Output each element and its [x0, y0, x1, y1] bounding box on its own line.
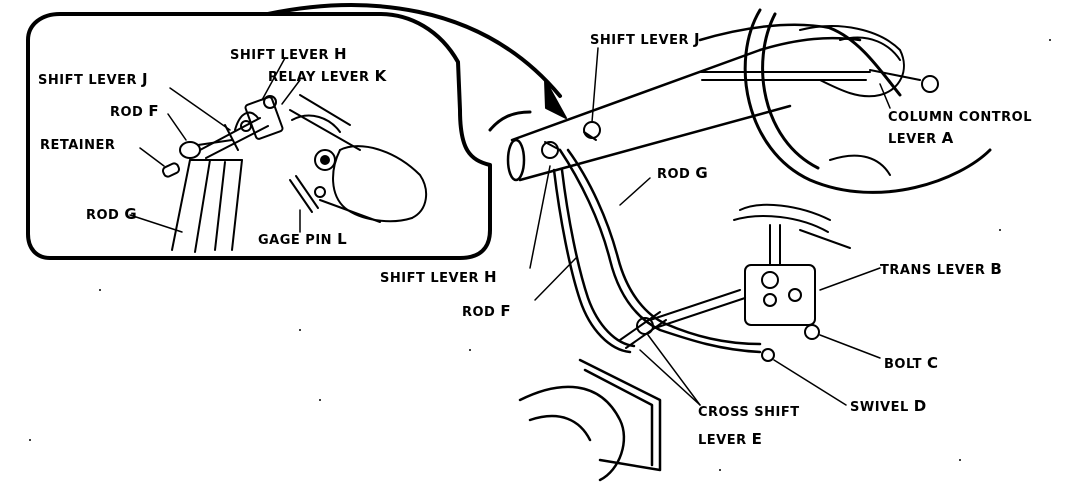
driver-hand [799, 25, 905, 98]
cross-shift-lever-e [619, 311, 667, 349]
label-text: BOLT [884, 357, 922, 372]
label-letter: L [337, 230, 348, 248]
label-letter: D [913, 397, 927, 415]
callout-arrow-tail [488, 110, 532, 132]
label-text: ROD [657, 167, 691, 182]
label-letter: E [751, 430, 763, 448]
label-text: COLUMN CONTROL [888, 110, 1032, 125]
label-letter: H [484, 268, 498, 286]
label-letter: F [500, 302, 512, 320]
label-text: RELAY LEVER [268, 70, 370, 85]
label-letter: G [124, 205, 138, 223]
label-text: ROD [86, 208, 120, 223]
label-text: GAGE PIN [258, 233, 333, 248]
inset-rod-g [171, 159, 243, 253]
label-text: ROD [110, 105, 144, 120]
label-letter: H [334, 45, 348, 63]
steering-wheel [743, 8, 992, 194]
callout-arrow-shaft [266, 3, 562, 98]
rod-g [558, 148, 762, 354]
label-rod-g: ROD G [657, 164, 709, 182]
inset-shift-levers [199, 111, 269, 159]
label-swivel-d: SWIVEL D [850, 397, 927, 415]
label-text: TRANS LEVER [880, 263, 986, 278]
label-letter: J [694, 30, 701, 48]
label-text: RETAINER [40, 138, 116, 153]
inset-retainer [161, 162, 181, 178]
label-text: SWIVEL [850, 400, 909, 415]
label-inset-gage-pin-l: GAGE PIN L [258, 230, 348, 248]
label-letter: G [695, 164, 709, 182]
label-text: SHIFT LEVER [590, 33, 689, 48]
label-inset-retainer: RETAINER [40, 139, 115, 152]
label-rod-f: ROD F [462, 302, 512, 320]
label-letter: A [941, 129, 954, 147]
label-column-control-lever-a: COLUMN CONTROL [888, 111, 1032, 124]
column-shift-lever-h [541, 141, 561, 159]
rod-f [552, 168, 636, 354]
paper-speckle [29, 39, 1051, 471]
label-text: SHIFT LEVER [230, 48, 329, 63]
inset-relay-lever [244, 95, 341, 171]
label-letter: C [927, 354, 939, 372]
label-inset-shift-lever-j: SHIFT LEVER J [38, 70, 149, 88]
label-bolt-c: BOLT C [884, 354, 939, 372]
steering-column [506, 23, 862, 182]
label-trans-lever-b: TRANS LEVER B [880, 260, 1003, 278]
label-text: LEVER [698, 433, 747, 448]
inset-leaders [129, 57, 301, 233]
label-text: CROSS SHIFT [698, 405, 800, 420]
label-letter: F [148, 102, 160, 120]
label-shift-lever-j: SHIFT LEVER J [590, 30, 701, 48]
floor-panel [518, 358, 662, 482]
inset-column-tube [289, 94, 428, 223]
label-cross-shift-lever-e-line2: LEVER E [698, 430, 763, 448]
transmission-linkage [649, 154, 891, 362]
label-text: SHIFT LEVER [38, 73, 137, 88]
label-inset-shift-lever-h: SHIFT LEVER H [230, 45, 348, 63]
label-letter: K [374, 67, 387, 85]
inset-gage-pin [289, 175, 326, 213]
inset-rod-f [179, 139, 233, 159]
label-inset-rod-f: ROD F [110, 102, 160, 120]
label-inset-relay-lever-k: RELAY LEVER K [268, 67, 387, 85]
column-shift-lever-j [583, 121, 601, 141]
main-leaders [529, 47, 891, 406]
label-text: LEVER [888, 132, 937, 147]
column-control-lever [699, 69, 939, 93]
label-cross-shift-lever-e: CROSS SHIFT [698, 406, 800, 419]
label-text: SHIFT LEVER [380, 271, 479, 286]
label-text: ROD [462, 305, 496, 320]
label-letter: B [990, 260, 1003, 278]
label-letter: J [142, 70, 149, 88]
inset-frame [26, 12, 492, 260]
callout-arrow-head [544, 79, 567, 119]
label-shift-lever-h: SHIFT LEVER H [380, 268, 498, 286]
label-inset-rod-g: ROD G [86, 205, 138, 223]
label-column-control-lever-a-line2: LEVER A [888, 129, 954, 147]
